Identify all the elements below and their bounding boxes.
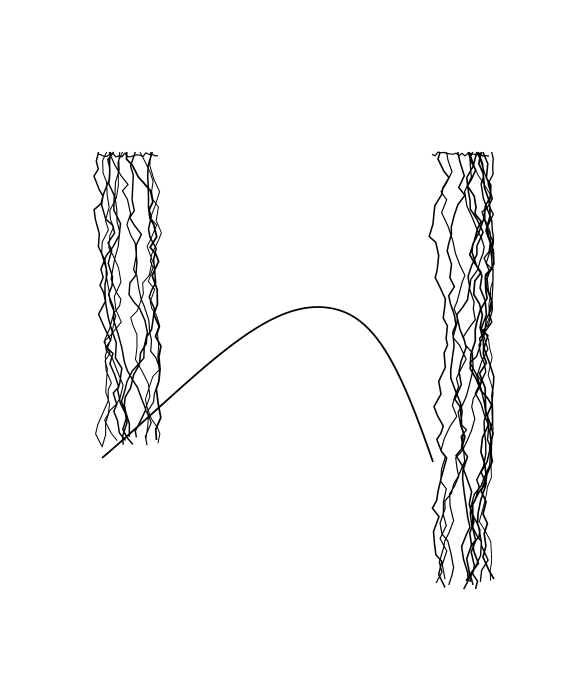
scribble-line (465, 151, 495, 583)
scribble-line (93, 151, 147, 438)
scribble-line (101, 151, 124, 448)
right-scribble-column (428, 151, 495, 590)
connecting-curve (101, 306, 434, 463)
scribble-line (469, 151, 495, 586)
scribble-line (435, 151, 494, 584)
scribble-top-edge (97, 152, 159, 158)
scribble-line (123, 151, 158, 437)
scribble-line (108, 151, 161, 446)
scribble-line (103, 151, 124, 442)
scribble-line (439, 151, 467, 580)
scribble-line (120, 151, 149, 445)
scribble-line (130, 151, 161, 439)
scribble-line (95, 151, 117, 447)
scribble-top-edge (431, 151, 490, 157)
scribble-line (469, 151, 495, 580)
scribble-line (139, 151, 162, 444)
scribble-line (446, 151, 471, 590)
scribble-line (470, 151, 495, 582)
scribble-line (469, 151, 494, 581)
scribble-line (428, 151, 450, 588)
scribble-line (97, 151, 126, 441)
left-scribble-column (93, 151, 162, 448)
